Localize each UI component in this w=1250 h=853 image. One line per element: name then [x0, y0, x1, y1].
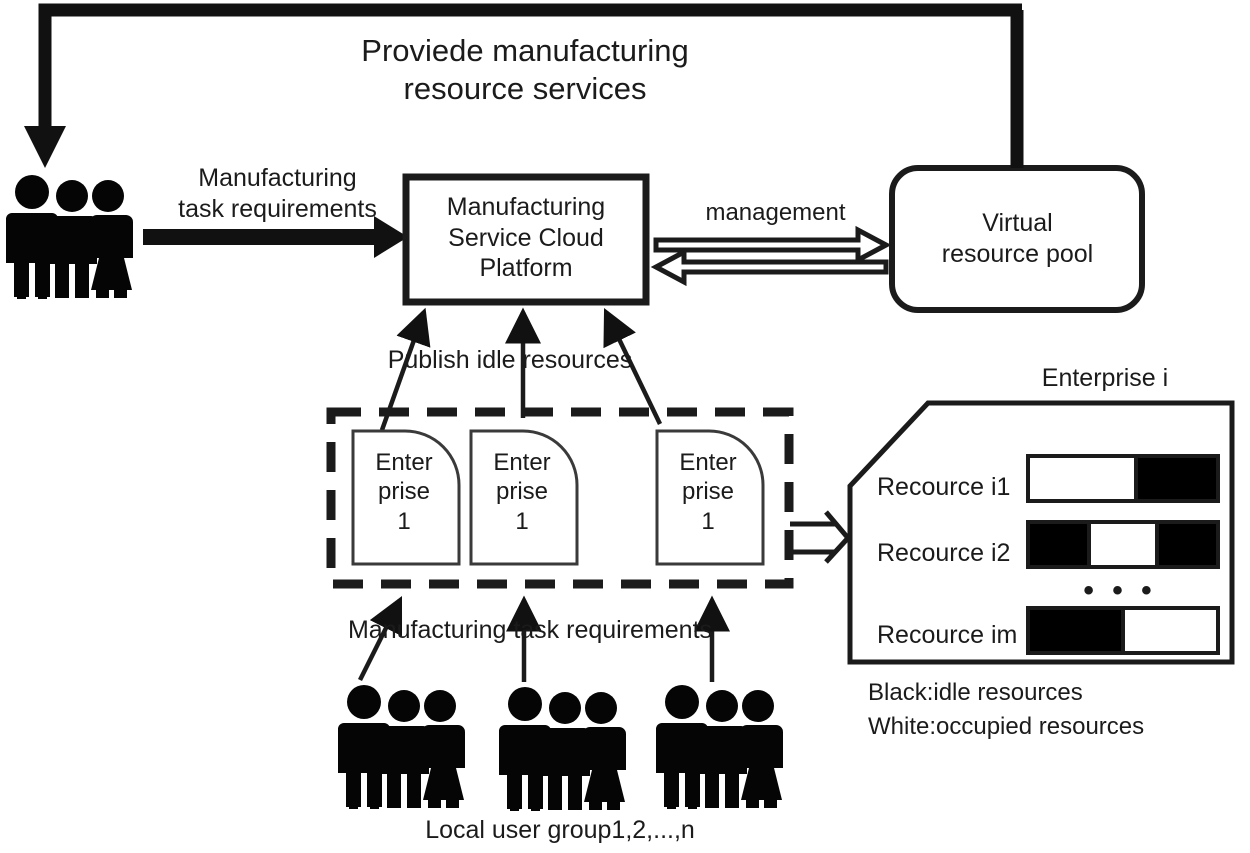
resource-row-label: Recource i2 [877, 539, 1011, 567]
resource-bar-i1 [1026, 454, 1220, 503]
enterprise-card-2 [469, 429, 579, 566]
people-group-icon-consumers [6, 175, 133, 299]
resource-rows-ellipsis: • • • [1083, 574, 1157, 607]
node-manufacturing-service-cloud-platform [402, 173, 650, 306]
connector-group-to-enterprise-panel [790, 510, 852, 564]
enterprise-card-label: Enter prise 1 [679, 449, 737, 535]
arrow-management-bidirectional [650, 225, 892, 287]
node-label-cloud-platform: Manufacturing Service Cloud Platform [446, 193, 606, 282]
edge-label-publish-idle-resources: Publish idle resources [387, 346, 633, 374]
enterprise-card-label: Enter prise 1 [493, 449, 551, 535]
node-label-virtual-resource-pool: Virtual resource pool [941, 209, 1094, 268]
people-group-icon-local-users-1 [338, 685, 465, 809]
resource-bar-im [1026, 606, 1220, 655]
edge-label-task-requirements-bottom: Manufacturing task requirements [347, 616, 713, 644]
feedback-arrow-provide-services [24, 3, 1022, 168]
resource-bar-i2 [1026, 520, 1220, 569]
legend-black-meaning: Black:idle resources [868, 679, 1083, 706]
enterprise-card-label: Enter prise 1 [375, 449, 433, 535]
diagram-title: Proviede manufacturing resource services [361, 33, 689, 106]
caption-local-user-groups: Local user group1,2,...,n [425, 816, 695, 844]
arrows-task-requirements-to-enterprises [357, 595, 730, 682]
edge-label-management: management [705, 199, 846, 226]
enterprise-group-dashed-boundary [326, 407, 794, 589]
people-group-icon-local-users-3 [656, 685, 783, 809]
edge-label-task-requirements-top: Manufacturing task requirements [178, 164, 377, 223]
resource-row-label: Recource i1 [877, 473, 1011, 501]
enterprise-card-1 [351, 429, 461, 566]
arrow-task-requirements-to-platform [143, 216, 408, 258]
panel-title-enterprise-i: Enterprise i [1041, 364, 1169, 392]
enterprise-cards-group [351, 429, 765, 566]
people-group-icon-local-users-2 [499, 687, 626, 811]
enterprise-card-3 [655, 429, 765, 566]
resource-row-label: Recource im [877, 621, 1018, 649]
legend-white-meaning: White:occupied resources [868, 713, 1145, 740]
